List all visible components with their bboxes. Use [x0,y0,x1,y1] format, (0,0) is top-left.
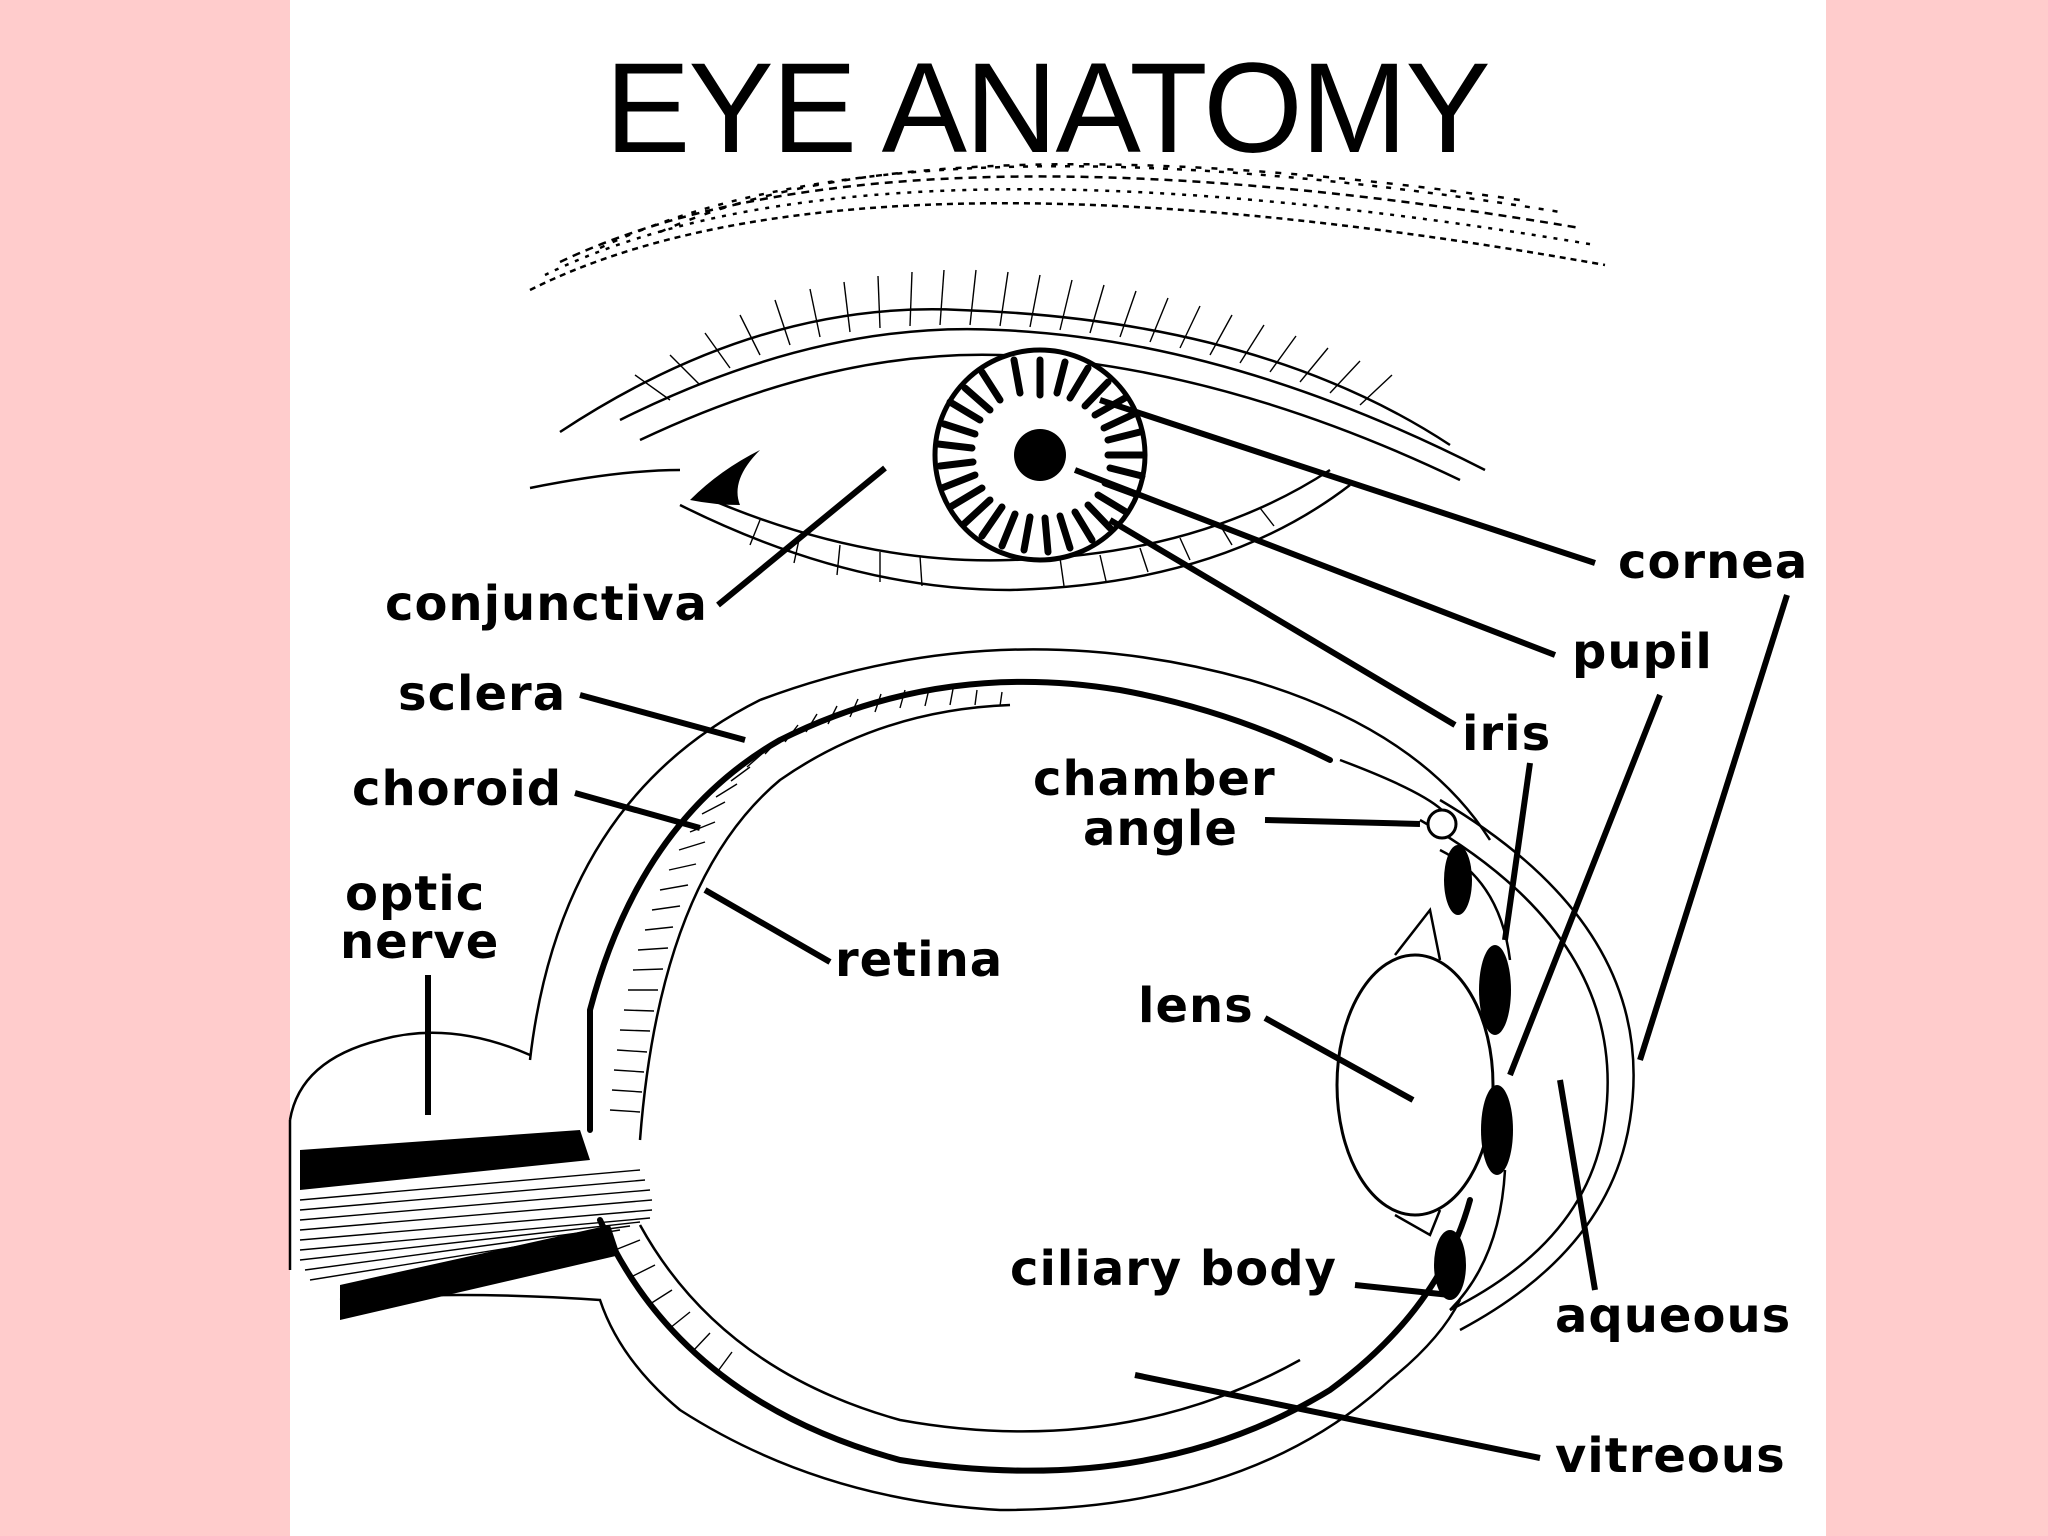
label-cornea: cornea [1618,534,1808,590]
label-pupil: pupil [1572,624,1713,680]
eyebrow [529,163,1606,292]
cross-section [288,648,1635,1512]
iris-striations [934,356,1146,556]
label-optic-nerve-line2: nerve [340,914,499,970]
retina-hatching [609,688,1003,1113]
diagram-panel [290,0,1826,1536]
label-chamber-angle-line1: chamber [1033,751,1276,807]
label-retina: retina [835,932,1003,988]
label-sclera: sclera [398,666,566,722]
label-aqueous: aqueous [1555,1288,1791,1344]
front-eye [529,269,1486,592]
label-ciliary-body: ciliary body [1010,1241,1337,1297]
label-vitreous: vitreous [1555,1428,1786,1484]
label-conjunctiva: conjunctiva [385,576,708,632]
pupil-shape [1014,429,1066,481]
label-lens: lens [1138,978,1254,1034]
optic-nerve-fibers [299,1169,653,1281]
label-choroid: choroid [352,761,562,817]
label-iris: iris [1462,706,1551,762]
retina-hatching-lower [614,1239,733,1372]
optic-nerve-upper-band [300,1130,590,1190]
label-optic-nerve-line1: optic [345,866,485,922]
leader-lines [425,397,1790,1461]
label-chamber-angle-line2: angle [1083,801,1238,857]
diagram-title: EYE ANATOMY [605,37,1489,180]
optic-nerve-lower-band [340,1225,620,1320]
